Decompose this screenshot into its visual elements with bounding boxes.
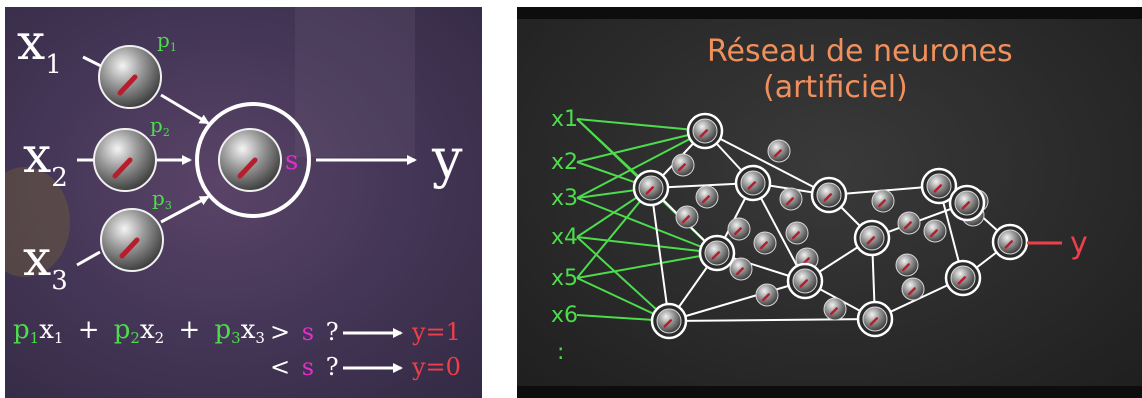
- neuron-small: [901, 277, 925, 301]
- input-edge: [576, 252, 718, 279]
- net-input-x4: x4: [551, 225, 578, 250]
- input-edge: [576, 130, 706, 199]
- net-input-x2: x2: [551, 150, 578, 175]
- input-edge: [576, 118, 706, 132]
- neuron-ringed: [948, 184, 986, 222]
- neuron-ringed: [650, 302, 688, 340]
- weight-arrow: [160, 93, 210, 125]
- neuron-ringed: [991, 223, 1029, 261]
- input-label-x2: x2: [23, 126, 68, 193]
- neuron-ringed: [698, 234, 736, 272]
- result-y0: y=0: [411, 353, 461, 381]
- neuron-small: [755, 283, 779, 307]
- weight-neuron-2: [93, 128, 157, 192]
- hidden-edge: [668, 318, 876, 322]
- neuron-small: [671, 153, 695, 177]
- network-title-line2: (artificiel): [763, 70, 908, 105]
- weight-label-p2: p2: [150, 113, 170, 139]
- neuron-small: [871, 189, 895, 213]
- neuron-ringed: [786, 262, 824, 300]
- neuron-small: [675, 205, 699, 229]
- hidden-edge: [668, 280, 806, 322]
- neuron-ringed: [856, 300, 894, 338]
- neuron-ringed: [810, 176, 848, 214]
- background-blur: [5, 167, 70, 277]
- summation-neuron: [195, 102, 311, 218]
- input-edge: [576, 236, 718, 254]
- neuron-small: [923, 219, 947, 243]
- net-input-x6: x6: [551, 303, 578, 328]
- neuron-small: [767, 139, 791, 163]
- weighted-sum-formula: p1x1 + p2x2 + p3x3: [13, 315, 265, 350]
- neuron-small: [727, 217, 751, 241]
- hidden-edge: [650, 187, 670, 322]
- net-input-x3: x3: [551, 186, 578, 211]
- neuron-small: [785, 221, 809, 245]
- input-edge: [576, 236, 670, 322]
- neuron-small: [729, 257, 753, 281]
- weight-label-p1: p1: [157, 28, 177, 54]
- chalkboard: Réseau de neurones (artificiel) x1 x2 x3…: [517, 19, 1142, 386]
- input-line: [76, 250, 101, 267]
- decision-rule-gt: > s ? y=1: [270, 318, 461, 346]
- neuron-ringed: [686, 112, 724, 150]
- hidden-edge: [704, 130, 830, 196]
- neuron-small: [823, 297, 847, 321]
- decision-rule-lt: < s ? y=0: [270, 353, 461, 381]
- neuron-small: [779, 187, 803, 211]
- background-blur: [295, 7, 415, 157]
- net-input-more: :: [557, 340, 564, 365]
- svg-text:< s ?: < s ?: [270, 353, 339, 381]
- neurons: [632, 112, 1029, 340]
- weight-neuron-1: [98, 45, 162, 109]
- threshold-label: s: [285, 146, 298, 176]
- input-line: [82, 55, 104, 69]
- formula-text: p1x1 + p2x2 + p3x3: [13, 315, 265, 350]
- input-label-x1: x1: [17, 13, 62, 80]
- net-input-x1: x1: [551, 107, 578, 132]
- svg-text:> s ?: > s ?: [270, 318, 339, 346]
- input-edge: [576, 187, 652, 279]
- neuron-ringed: [734, 164, 772, 202]
- weight-arrow: [160, 195, 210, 224]
- neuron-ringed: [853, 219, 891, 257]
- neuron-small: [753, 231, 777, 255]
- perceptron-panel: x1 x2 x3 p1 p2 p3 s y p1x1 + p2x2 + p3x3…: [5, 7, 482, 398]
- net-output-label: y: [1070, 226, 1088, 261]
- hidden-edge: [752, 182, 806, 282]
- neuron-ringed: [632, 169, 670, 207]
- input-edge: [576, 197, 718, 254]
- neural-network-diagram: Réseau de neurones (artificiel) x1 x2 x3…: [551, 34, 1088, 365]
- output-label: y: [431, 127, 463, 190]
- weight-neuron-3: [100, 208, 164, 272]
- neuron-small: [695, 185, 719, 209]
- input-label-x3: x3: [23, 229, 68, 296]
- neuron-small: [897, 211, 921, 235]
- neuron-ringed: [944, 259, 982, 297]
- input-edge: [576, 130, 706, 163]
- net-input-x5: x5: [551, 266, 578, 291]
- result-y1: y=1: [411, 318, 461, 346]
- neuron-ringed: [920, 167, 958, 205]
- perceptron-diagram: x1 x2 x3 p1 p2 p3 s y p1x1 + p2x2 + p3x3…: [5, 7, 463, 381]
- network-title-line1: Réseau de neurones: [707, 34, 1013, 69]
- weight-label-p3: p3: [152, 186, 172, 212]
- network-panel: Réseau de neurones (artificiel) x1 x2 x3…: [517, 7, 1142, 398]
- neuron-small: [895, 253, 919, 277]
